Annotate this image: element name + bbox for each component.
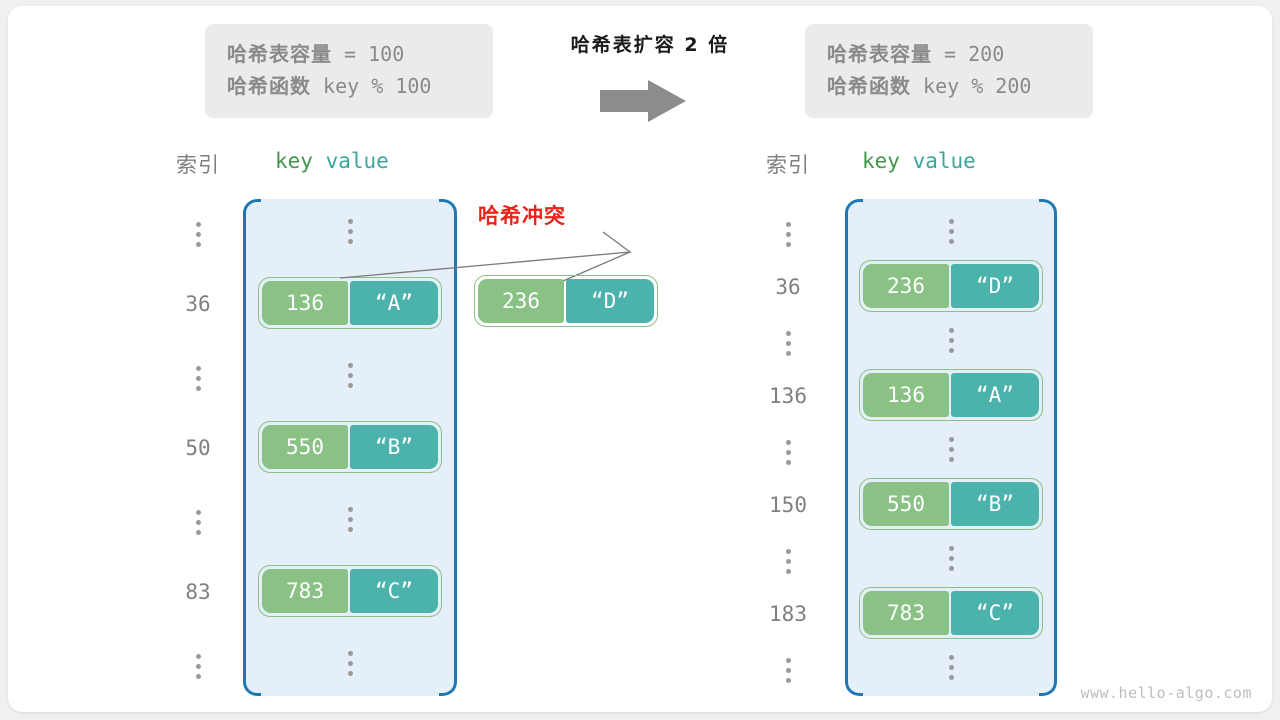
collision-pair: 236 “D”	[474, 275, 658, 327]
vertical-ellipsis-icon	[948, 218, 954, 244]
before-hash-line: 哈希函数 key % 100	[227, 70, 471, 102]
vertical-ellipsis-icon	[748, 658, 828, 683]
value-cell: “D”	[951, 263, 1039, 308]
kv-pair: 783“C”	[258, 565, 442, 617]
watermark: www.hello-algo.com	[1080, 684, 1252, 702]
table-row-ellipsis	[845, 530, 1057, 586]
vertical-ellipsis-icon	[347, 506, 353, 532]
before-info-box: 哈希表容量 = 100 哈希函数 key % 100	[205, 24, 493, 118]
vertical-ellipsis-icon	[347, 650, 353, 676]
value-cell: “C”	[951, 590, 1039, 635]
key-cell: 136	[262, 281, 348, 325]
vertical-ellipsis-icon	[748, 222, 828, 247]
index-label: 50	[185, 436, 211, 460]
vertical-ellipsis-icon	[748, 549, 828, 574]
table-row: 136“A”	[845, 367, 1057, 423]
after-capacity-value: = 200	[932, 42, 1005, 66]
before-kv-header: key value	[275, 149, 389, 173]
kv-pair: 783“C”	[859, 586, 1043, 639]
key-cell: 783	[863, 590, 949, 635]
kv-pair: 136“A”	[258, 277, 442, 329]
vertical-ellipsis-icon	[158, 222, 238, 247]
index-label: 83	[185, 580, 211, 604]
before-index-header: 索引	[176, 153, 220, 177]
before-value-header: value	[325, 149, 389, 173]
vertical-ellipsis-icon	[158, 510, 238, 535]
table-row-ellipsis	[845, 312, 1057, 368]
before-capacity-line: 哈希表容量 = 100	[227, 38, 471, 70]
before-hash-value: key % 100	[311, 74, 432, 98]
table-row-ellipsis	[243, 347, 457, 403]
table-row-ellipsis	[845, 421, 1057, 477]
table-row: 550“B”	[845, 476, 1057, 532]
vertical-ellipsis-icon	[948, 545, 954, 571]
transition-title: 哈希表扩容 2 倍	[570, 34, 730, 56]
key-cell: 783	[262, 569, 348, 613]
vertical-ellipsis-icon	[347, 218, 353, 244]
kv-pair: 550“B”	[258, 421, 442, 473]
vertical-ellipsis-icon	[948, 436, 954, 462]
vertical-ellipsis-icon	[948, 327, 954, 353]
after-hash-value: key % 200	[911, 74, 1032, 98]
table-row: 136“A”	[243, 275, 457, 331]
kv-pair: 550“B”	[859, 477, 1043, 530]
key-cell: 550	[863, 481, 949, 526]
key-cell: 236	[863, 263, 949, 308]
kv-pair: 236 “D”	[474, 275, 658, 327]
table-row-ellipsis	[243, 491, 457, 547]
table-row: 550“B”	[243, 419, 457, 475]
key-cell: 136	[863, 372, 949, 417]
index-label: 136	[769, 383, 807, 408]
vertical-ellipsis-icon	[347, 362, 353, 388]
collision-label: 哈希冲突	[478, 204, 566, 228]
kv-pair: 236“D”	[859, 259, 1043, 312]
index-label: 150	[769, 492, 807, 517]
after-hash-label: 哈希函数	[827, 74, 911, 98]
table-row-ellipsis	[845, 203, 1057, 259]
vertical-ellipsis-icon	[158, 654, 238, 679]
value-cell: “B”	[350, 425, 438, 469]
kv-pair: 136“A”	[859, 368, 1043, 421]
value-cell: “C”	[350, 569, 438, 613]
right-arrow-icon	[600, 78, 686, 124]
value-cell: “D”	[566, 279, 654, 323]
value-cell: “B”	[951, 481, 1039, 526]
index-label: 36	[775, 274, 801, 299]
table-row: 236“D”	[845, 258, 1057, 314]
table-row: 783“C”	[845, 585, 1057, 641]
vertical-ellipsis-icon	[748, 331, 828, 356]
after-hash-line: 哈希函数 key % 200	[827, 70, 1071, 102]
before-hash-label: 哈希函数	[227, 74, 311, 98]
vertical-ellipsis-icon	[748, 440, 828, 465]
vertical-ellipsis-icon	[158, 366, 238, 391]
table-row-ellipsis	[243, 635, 457, 691]
key-cell: 236	[478, 279, 564, 323]
diagram-card	[8, 6, 1272, 712]
table-row: 783“C”	[243, 563, 457, 619]
table-row-ellipsis	[845, 639, 1057, 695]
after-value-header: value	[912, 149, 976, 173]
vertical-ellipsis-icon	[948, 654, 954, 680]
after-kv-header: key value	[862, 149, 976, 173]
value-cell: “A”	[951, 372, 1039, 417]
before-capacity-label: 哈希表容量	[227, 42, 332, 66]
after-info-box: 哈希表容量 = 200 哈希函数 key % 200	[805, 24, 1093, 118]
after-capacity-line: 哈希表容量 = 200	[827, 38, 1071, 70]
index-label: 36	[185, 292, 211, 316]
table-row-ellipsis	[243, 203, 457, 259]
after-index-header: 索引	[766, 153, 810, 177]
after-key-header: key	[862, 149, 900, 173]
before-capacity-value: = 100	[332, 42, 405, 66]
before-key-header: key	[275, 149, 313, 173]
index-label: 183	[769, 601, 807, 626]
key-cell: 550	[262, 425, 348, 469]
value-cell: “A”	[350, 281, 438, 325]
after-capacity-label: 哈希表容量	[827, 42, 932, 66]
